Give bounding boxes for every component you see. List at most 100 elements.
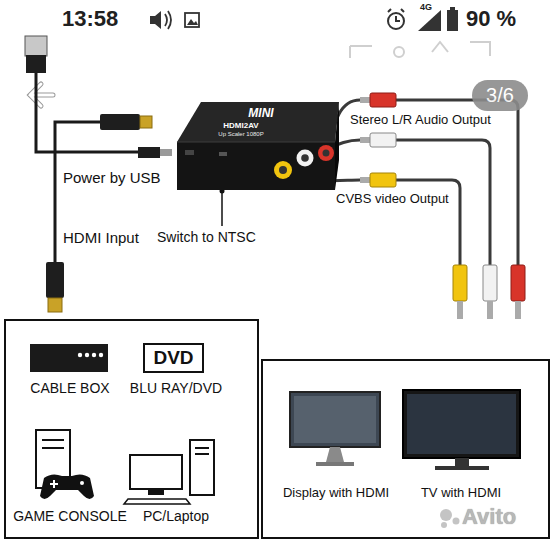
device-caption: PC/Laptop bbox=[143, 508, 209, 524]
converter-shape-part bbox=[219, 152, 227, 156]
hdmi-cable-part bbox=[48, 298, 62, 312]
cable-label: Power by USB bbox=[63, 169, 161, 186]
usb-cable bbox=[25, 36, 172, 158]
output-label: CVBS video Output bbox=[336, 192, 449, 207]
rca-plugs-part bbox=[370, 173, 396, 187]
game-console-icon-part bbox=[40, 474, 94, 499]
monitor-icon-part bbox=[294, 396, 376, 443]
pc-icon-part bbox=[130, 455, 182, 489]
status-icons-part bbox=[165, 11, 171, 29]
faint-icons bbox=[350, 42, 490, 58]
hdmi-cable-part bbox=[140, 116, 152, 128]
usb-cable-part bbox=[160, 149, 172, 156]
battery-level: 90 % bbox=[466, 6, 516, 31]
rca-plugs-part bbox=[511, 265, 525, 301]
converter-shape-part bbox=[297, 150, 314, 167]
faint-icons-part bbox=[350, 46, 372, 58]
pc-icon-part bbox=[195, 447, 209, 449]
pc-icon-part bbox=[148, 489, 164, 495]
converter-shape-part bbox=[279, 166, 287, 174]
cable-box-icon-part bbox=[30, 344, 108, 372]
converter-box: MINIHDMI2AVUp Scaler 1080P bbox=[175, 98, 340, 193]
monitor-icon-part bbox=[290, 392, 380, 447]
converter-shape-part bbox=[177, 142, 335, 143]
tv-icon-part bbox=[435, 466, 489, 470]
switch-leader-part bbox=[221, 192, 223, 226]
source-panel bbox=[5, 320, 258, 538]
rca-plugs-part bbox=[483, 265, 497, 301]
back-arrow-part bbox=[30, 84, 53, 106]
cable-label: HDMI Input bbox=[63, 229, 139, 246]
device-caption: BLU RAY/DVD bbox=[130, 380, 222, 396]
converter-shape-part bbox=[274, 161, 292, 179]
rca-plugs-part bbox=[360, 97, 371, 103]
hdmi-cable-part bbox=[46, 262, 64, 298]
converter-shape-part bbox=[335, 102, 339, 190]
tv-icon bbox=[403, 390, 520, 470]
faint-icons-part bbox=[432, 42, 490, 56]
clock-time: 13:58 bbox=[62, 6, 118, 31]
converter-shape-part bbox=[185, 150, 194, 155]
monitor-icon bbox=[290, 392, 380, 466]
rca-plugs-part bbox=[360, 137, 371, 143]
converter-shape-part bbox=[177, 142, 335, 190]
status-icons-part bbox=[447, 10, 458, 31]
converter-shape-part bbox=[301, 154, 309, 162]
watermark-dots-part bbox=[440, 509, 452, 521]
tv-icon-part bbox=[403, 390, 520, 458]
page-number: 3/6 bbox=[486, 84, 514, 107]
rca-plugs-part bbox=[370, 133, 396, 147]
monitor-icon-part bbox=[326, 447, 344, 462]
cable-box-icon-part bbox=[99, 353, 103, 357]
watermark-dots bbox=[440, 509, 460, 528]
rca-plugs-part bbox=[487, 301, 493, 319]
device-caption: GAME CONSOLE bbox=[13, 508, 127, 524]
tv-icon-part bbox=[455, 458, 469, 466]
device-caption: CABLE BOX bbox=[30, 380, 109, 396]
tv-icon-part bbox=[407, 394, 516, 454]
cable-box-icon-part bbox=[85, 353, 89, 357]
usb-cable-part bbox=[26, 55, 46, 73]
display-caption: TV with HDMI bbox=[421, 486, 501, 501]
status-icons-part bbox=[185, 13, 199, 27]
rca-plugs-part bbox=[457, 301, 463, 319]
pc-icon-part bbox=[124, 499, 190, 504]
status-icons-part bbox=[388, 9, 404, 21]
converter-shape-part bbox=[177, 102, 339, 142]
rca-plugs-part bbox=[453, 265, 467, 301]
watermark-dots-part bbox=[441, 522, 447, 528]
game-console-icon bbox=[36, 430, 94, 499]
output-label: Stereo L/R Audio Output bbox=[350, 113, 491, 128]
watermark-dots-part bbox=[453, 518, 460, 525]
feature-text: Up Scaler 1080P bbox=[218, 131, 263, 138]
converter-shape-part bbox=[323, 150, 330, 157]
pc-icon-part bbox=[190, 440, 214, 495]
hdmi-cable bbox=[46, 114, 152, 312]
game-console-icon-part bbox=[50, 480, 58, 488]
model-text: HDMI2AV bbox=[223, 121, 258, 130]
back-arrow-part bbox=[30, 84, 53, 106]
status-icons-part bbox=[187, 19, 198, 25]
game-console-icon-part bbox=[42, 439, 64, 441]
cable-box-icon-part bbox=[78, 353, 82, 357]
status-icons bbox=[150, 7, 458, 31]
dvd-logo: DVD bbox=[143, 343, 204, 373]
pc-icon bbox=[124, 440, 214, 504]
status-icons-part bbox=[450, 7, 455, 10]
brand-text: MINI bbox=[248, 107, 273, 121]
converter-shape-part bbox=[318, 145, 334, 161]
page-indicator: 3/6 bbox=[472, 80, 528, 111]
status-icons-part bbox=[150, 11, 161, 29]
switch-leader bbox=[220, 189, 225, 227]
cable-box-icon-part bbox=[92, 353, 96, 357]
back-arrow bbox=[30, 84, 53, 106]
game-console-icon-part bbox=[80, 481, 84, 485]
rca-plugs-part bbox=[360, 177, 371, 183]
switch-label: Switch to NTSC bbox=[157, 229, 256, 245]
usb-cable-part bbox=[36, 72, 138, 152]
network-type: 4G bbox=[420, 2, 432, 12]
rca-plugs-part bbox=[515, 301, 521, 319]
display-panel bbox=[262, 360, 549, 538]
